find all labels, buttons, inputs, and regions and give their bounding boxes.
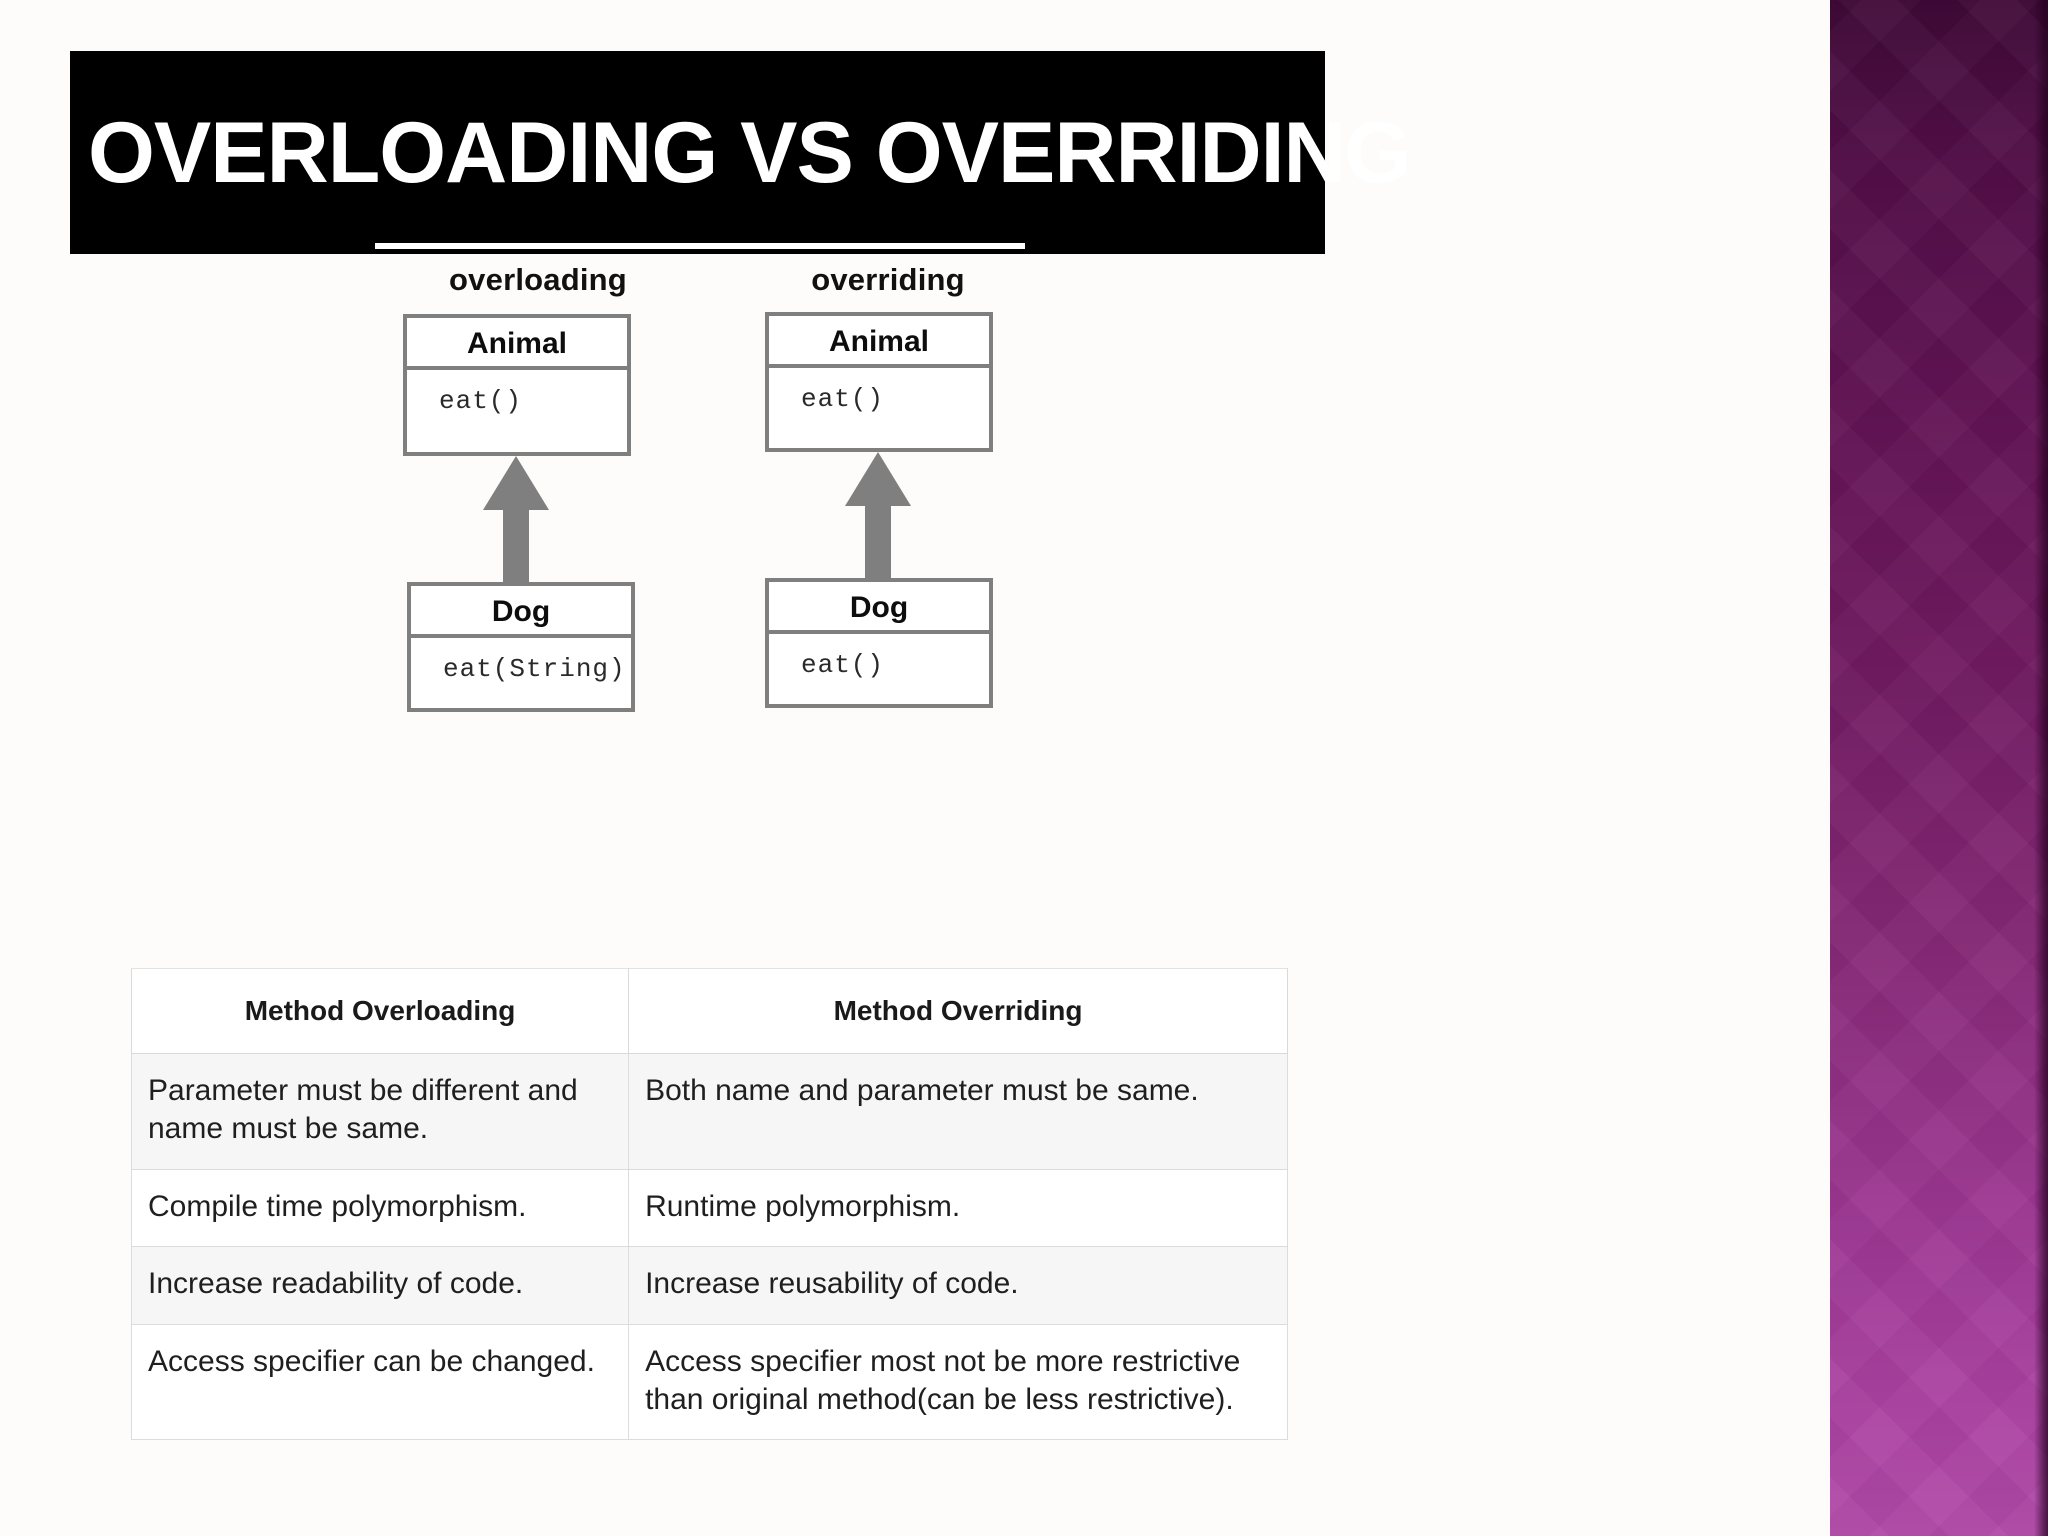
- generalization-arrow-overriding: [845, 452, 911, 578]
- table-row: Increase readability of code. Increase r…: [130, 1246, 1288, 1325]
- diagram-caption-overloading: overloading: [449, 262, 627, 297]
- diagram-overloading: overloading Animal eat() Dog eat(String): [395, 262, 1035, 722]
- page-title: OVERLOADING VS OVERRIDING: [88, 104, 1411, 201]
- band-edge-shadow: [2034, 0, 2048, 1536]
- uml-method-animal-eat: eat(): [439, 386, 523, 416]
- cell-overloading: Increase readability of code.: [130, 1246, 630, 1325]
- uml-method-dog-eat-string: eat(String): [443, 654, 626, 684]
- uml-method-dog-eat: eat(): [801, 650, 885, 680]
- cell-overriding: Both name and parameter must be same.: [628, 1053, 1288, 1170]
- uml-class-animal-overloading: Animal eat(): [403, 314, 631, 456]
- arrow-shaft: [503, 510, 529, 582]
- arrow-head-icon: [845, 452, 911, 506]
- uml-class-name-dog: Dog: [411, 586, 631, 638]
- uml-class-animal-overriding: Animal eat(): [765, 312, 993, 452]
- cell-overriding: Runtime polymorphism.: [628, 1168, 1288, 1248]
- cell-overloading: Access specifier can be changed.: [130, 1323, 630, 1441]
- band-texture: [1830, 0, 2048, 1536]
- title-underline: [375, 243, 1025, 249]
- generalization-arrow-overloading: [483, 456, 549, 582]
- cell-overriding: Increase reusability of code.: [628, 1246, 1288, 1325]
- table-header-row: Method Overloading Method Overriding: [130, 968, 1288, 1054]
- table-row: Access specifier can be changed. Access …: [130, 1323, 1288, 1441]
- cell-overloading: Parameter must be different and name mus…: [130, 1053, 630, 1170]
- arrow-head-icon: [483, 456, 549, 510]
- cell-overloading: Compile time polymorphism.: [130, 1168, 630, 1248]
- comparison-table: Method Overloading Method Overriding Par…: [130, 968, 1288, 1441]
- diagram-overriding: overriding Animal eat() Dog eat(): [755, 262, 1395, 722]
- column-header-overloading: Method Overloading: [130, 968, 630, 1054]
- uml-class-dog-overloading: Dog eat(String): [407, 582, 635, 712]
- uml-method-animal-eat: eat(): [801, 384, 885, 414]
- decorative-accent-band: [1830, 0, 2048, 1536]
- uml-class-name-dog: Dog: [769, 582, 989, 634]
- uml-class-dog-overriding: Dog eat(): [765, 578, 993, 708]
- table-row: Compile time polymorphism. Runtime polym…: [130, 1168, 1288, 1248]
- cell-overriding: Access specifier most not be more restri…: [628, 1323, 1288, 1441]
- column-header-overriding: Method Overriding: [628, 968, 1288, 1054]
- arrow-shaft: [865, 506, 891, 578]
- uml-class-name-animal: Animal: [769, 316, 989, 368]
- uml-class-name-animal: Animal: [407, 318, 627, 370]
- title-bar: OVERLOADING VS OVERRIDING: [70, 51, 1411, 254]
- diagram-caption-overriding: overriding: [811, 262, 965, 297]
- table-row: Parameter must be different and name mus…: [130, 1053, 1288, 1170]
